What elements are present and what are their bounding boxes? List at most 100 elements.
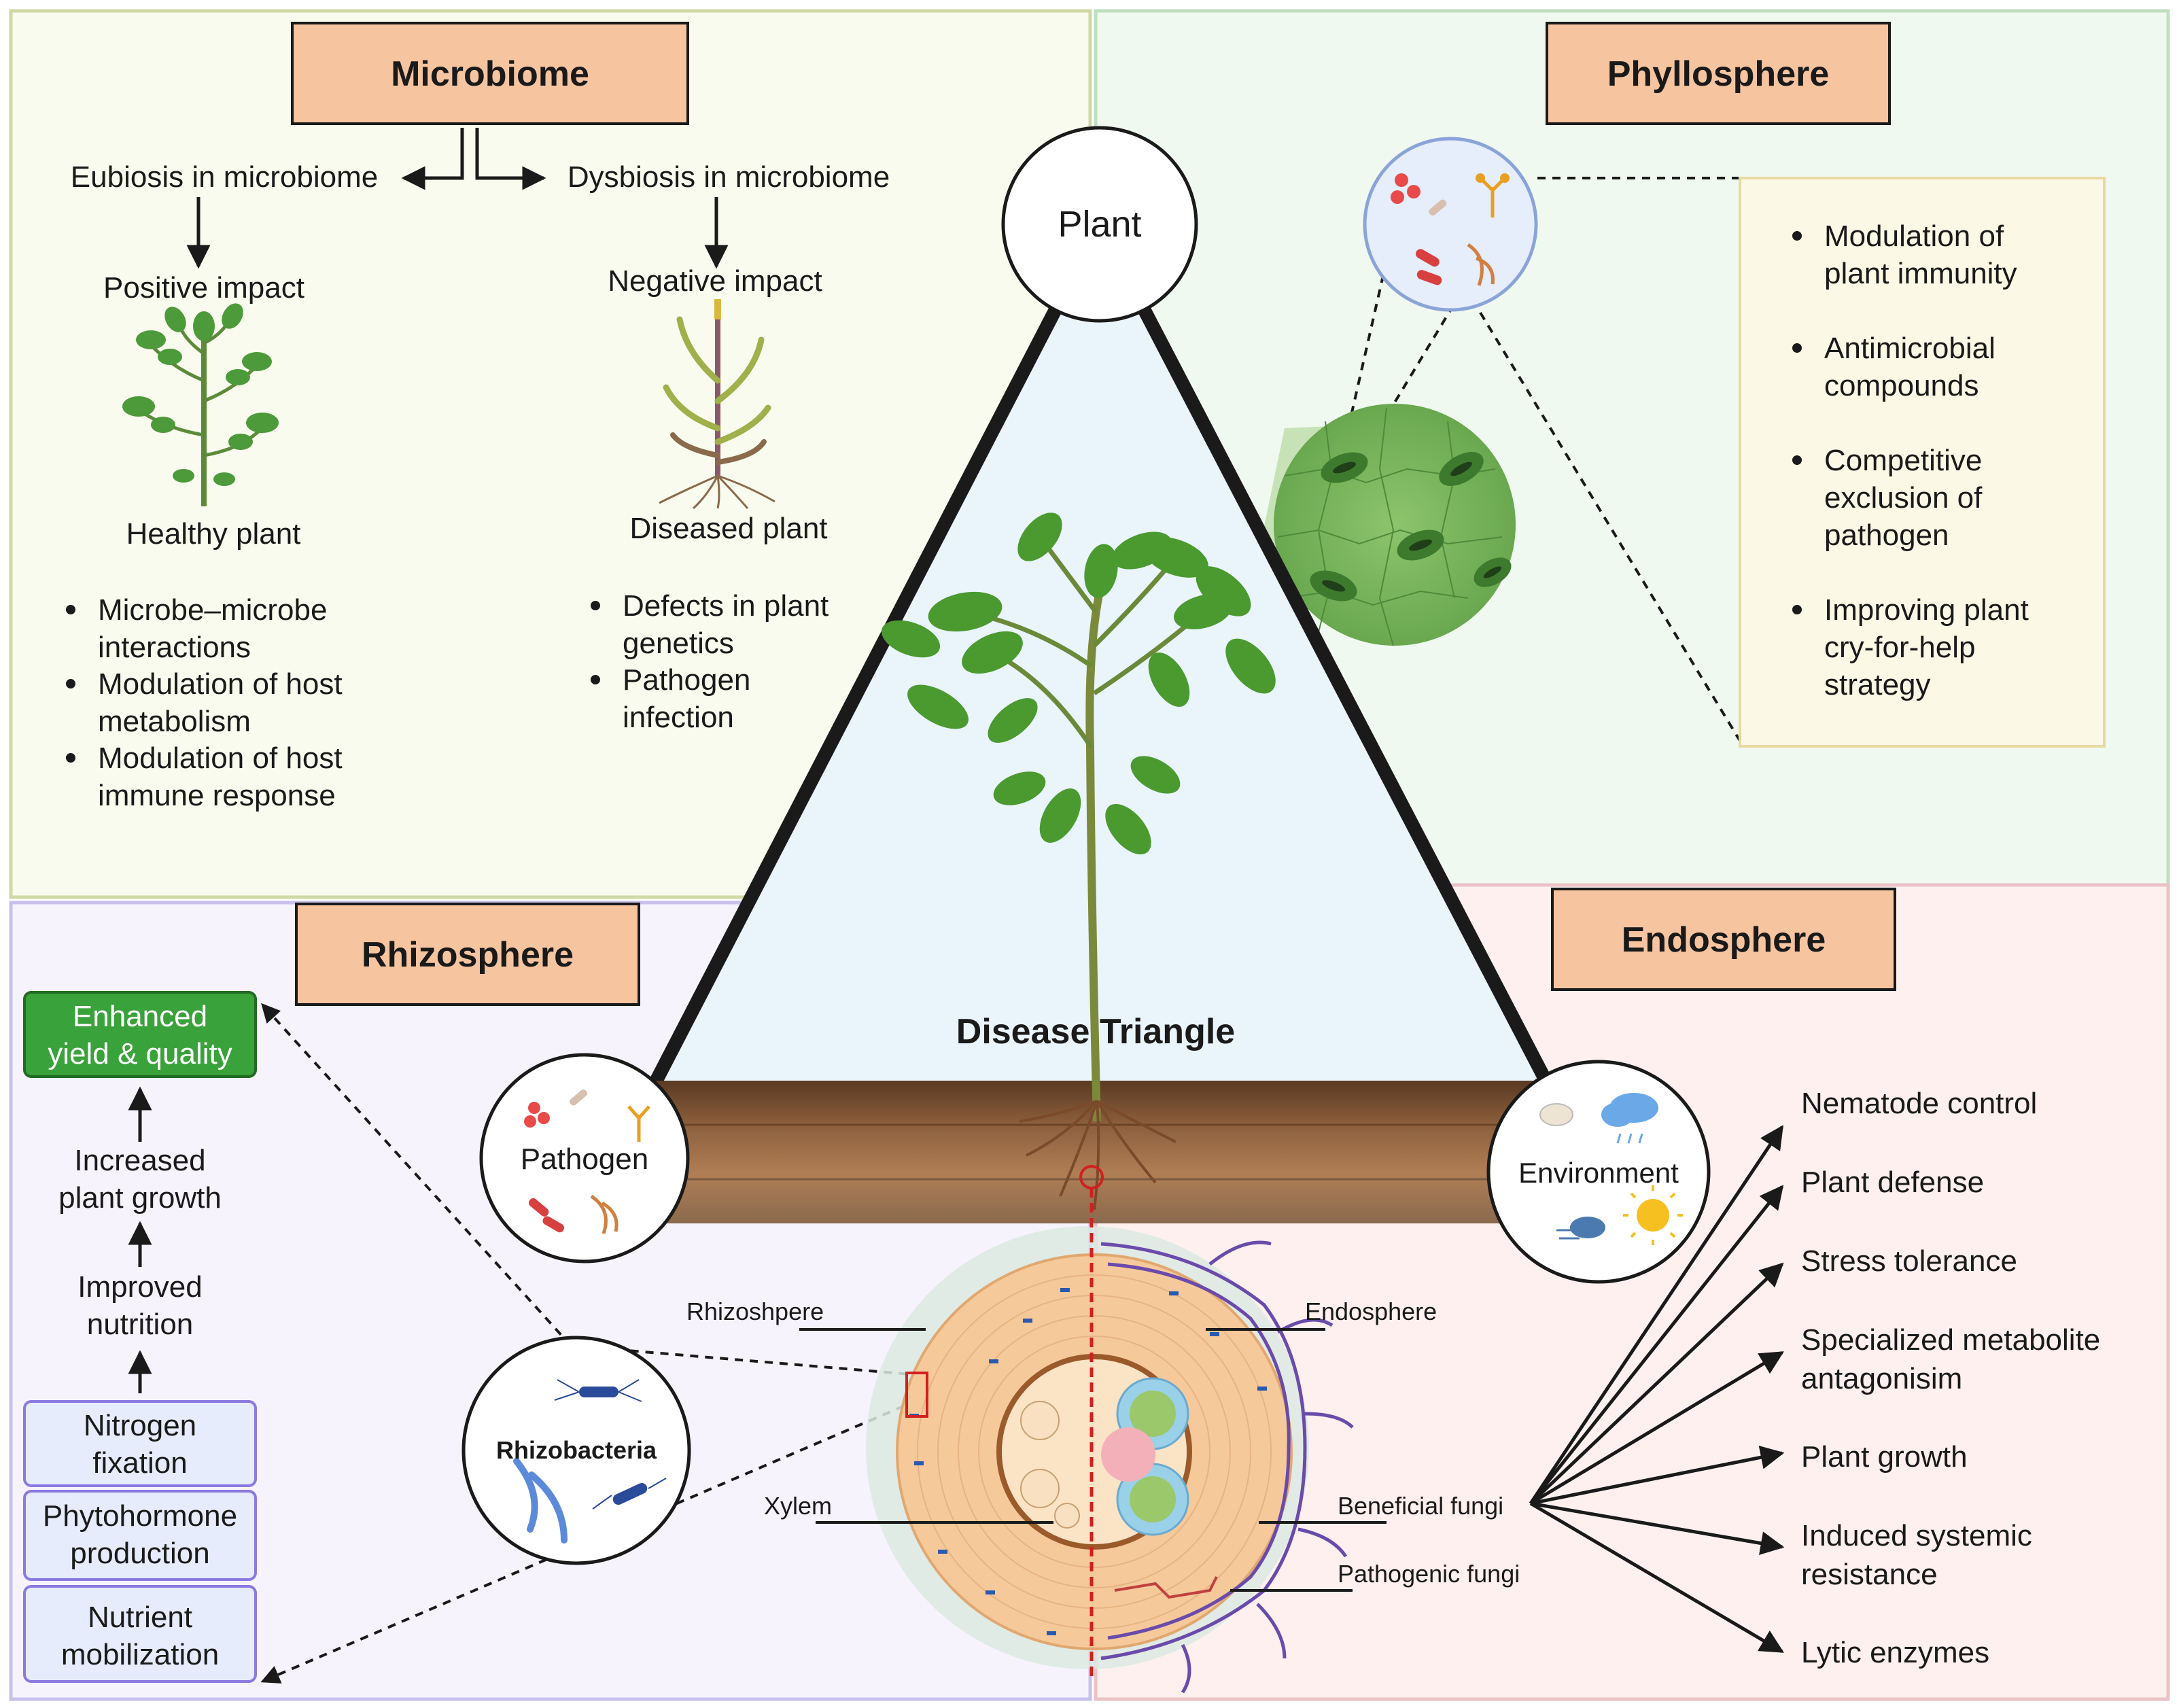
bullet-text: metabolism [98, 705, 251, 738]
bullet-text: exclusion of [1824, 481, 1983, 515]
microbiome-arrows [186, 128, 729, 269]
endosphere-title: Endosphere [1622, 920, 1826, 960]
rhizosphere-title: Rhizosphere [362, 935, 574, 975]
endosphere-outcomes: Nematode control Plant defense Stress to… [1801, 1087, 2100, 1669]
bullet-text: immune response [98, 779, 336, 812]
nitrogen-box [23, 1400, 257, 1487]
enhanced-line: Enhanced [73, 1000, 207, 1033]
phyllosphere-microbe-circle [1363, 137, 1538, 312]
bullet-text: cry-for-help [1824, 631, 1976, 664]
improved-nutrition-label: Improved [77, 1270, 202, 1304]
rhizobacteria-label: Rhizobacteria [496, 1436, 657, 1464]
sun-icon [1623, 1185, 1683, 1245]
bullet [591, 675, 600, 684]
leaf-surface-zoom [1251, 404, 1516, 646]
microbiome-title-box: Microbiome [291, 22, 689, 125]
rhizosphere-title-box: Rhizosphere [295, 903, 640, 1006]
root-cross-section [866, 1188, 1354, 1694]
improved-nutrition-label: nutrition [87, 1308, 194, 1341]
phyllosphere-title-box: Phyllosphere [1546, 22, 1891, 125]
beneficial-fungi-label: Beneficial fungi [1338, 1492, 1503, 1520]
outcome-text: Nematode control [1801, 1087, 2037, 1120]
outcome-text: Plant defense [1801, 1166, 1984, 1199]
box-text: Nitrogen [84, 1409, 196, 1442]
bullet [66, 679, 75, 689]
pathogenic-fungi-label: Pathogenic fungi [1338, 1560, 1520, 1588]
rhizobacteria-node: Rhizobacteria [461, 1336, 691, 1565]
bullet-text: compounds [1824, 369, 1978, 402]
outcome-text: antagonisim [1801, 1362, 1962, 1395]
wind-icon [1556, 1217, 1605, 1240]
bullet [66, 605, 75, 614]
xylem-label: Xylem [764, 1492, 832, 1520]
box-text: Phytohormone [43, 1499, 237, 1533]
enhanced-yield-box: Enhanced yield & quality [23, 991, 257, 1078]
environment-node: Environment [1486, 1060, 1711, 1284]
bullet [1792, 455, 1802, 465]
bullet-text: interactions [98, 631, 251, 664]
phyllosphere-title: Phyllosphere [1607, 54, 1830, 94]
eubiosis-label: Eubiosis in microbiome [71, 160, 378, 194]
nutrient-box [23, 1585, 257, 1683]
box-text: Nutrient [88, 1601, 192, 1634]
bullet-text: Modulation of host [98, 742, 343, 775]
bullet-text: plant immunity [1824, 257, 2017, 290]
disease-triangle-label: Disease Triangle [956, 1012, 1235, 1051]
bullet-text: Modulation of [1824, 220, 2004, 253]
rhizo-dashed-arrows [260, 1003, 918, 1684]
root-leader-lines [799, 1328, 1387, 1592]
outcome-text: resistance [1801, 1558, 1938, 1591]
endosphere-label: Endosphere [1305, 1297, 1437, 1325]
endosphere-title-box: Endosphere [1551, 888, 1896, 991]
diseased-plant-illustration [659, 299, 775, 510]
rhizoshpere-label: Rhizoshpere [686, 1297, 824, 1325]
dysbiosis-label: Dysbiosis in microbiome [568, 160, 890, 194]
bullet-text: Competitive [1824, 444, 1982, 477]
central-plant [881, 512, 1276, 1210]
environment-node-label: Environment [1518, 1157, 1679, 1189]
outcome-text: Stress tolerance [1801, 1244, 2017, 1278]
bullet-text: Microbe–microbe [98, 593, 327, 627]
phytohormone-box [23, 1490, 257, 1581]
enhanced-line: yield & quality [48, 1037, 232, 1070]
disease-triangle: Disease Triangle [634, 209, 1568, 1223]
endosphere-fan-arrows [1529, 1125, 1785, 1654]
plant-node-label: Plant [1058, 204, 1141, 245]
bullet-text: Pathogen [623, 663, 750, 697]
bullet-text: strategy [1824, 668, 1931, 701]
box-text: fixation [92, 1446, 187, 1480]
rain-cloud-icon [1601, 1093, 1658, 1144]
bullet [591, 601, 600, 610]
box-text: mobilization [61, 1638, 219, 1671]
outcome-text: Lytic enzymes [1801, 1636, 1989, 1669]
bullet-text: Improving plant [1824, 593, 2029, 627]
increased-growth-label: plant growth [58, 1181, 222, 1215]
healthy-plant-label: Healthy plant [126, 517, 301, 551]
bullet [1792, 231, 1802, 241]
bullet-text: pathogen [1824, 519, 1949, 552]
healthy-plant-illustration [122, 303, 279, 506]
positive-impact-label: Positive impact [103, 271, 304, 304]
bullet-text: infection [623, 701, 734, 734]
increased-growth-label: Increased [74, 1144, 205, 1177]
outcome-text: Plant growth [1801, 1440, 1968, 1474]
rhizo-mechanism-boxes: Nitrogen fixation Phytohormone productio… [23, 1400, 257, 1683]
bullet [1792, 343, 1802, 353]
pathogen-node-label: Pathogen [521, 1143, 648, 1176]
diseased-plant-label: Diseased plant [629, 512, 827, 545]
cloud-icon [1539, 1103, 1573, 1126]
bullet-text: Defects in plant [623, 589, 829, 623]
plant-node: Plant [1001, 126, 1198, 323]
bullet-text: genetics [623, 627, 734, 660]
diseased-bullets: Defects in plant genetics Pathogen infec… [591, 589, 829, 734]
phyllosphere-bullets: Modulation of plant immunity Antimicrobi… [1792, 220, 2029, 701]
box-text: production [70, 1537, 209, 1570]
pathogen-node: Pathogen [479, 1053, 690, 1263]
bullet-text: Modulation of host [98, 667, 343, 701]
negative-impact-label: Negative impact [608, 264, 822, 298]
bullet-text: Antimicrobial [1824, 332, 1995, 365]
bullet [66, 753, 75, 763]
outcome-text: Specialized metabolite [1801, 1323, 2100, 1357]
